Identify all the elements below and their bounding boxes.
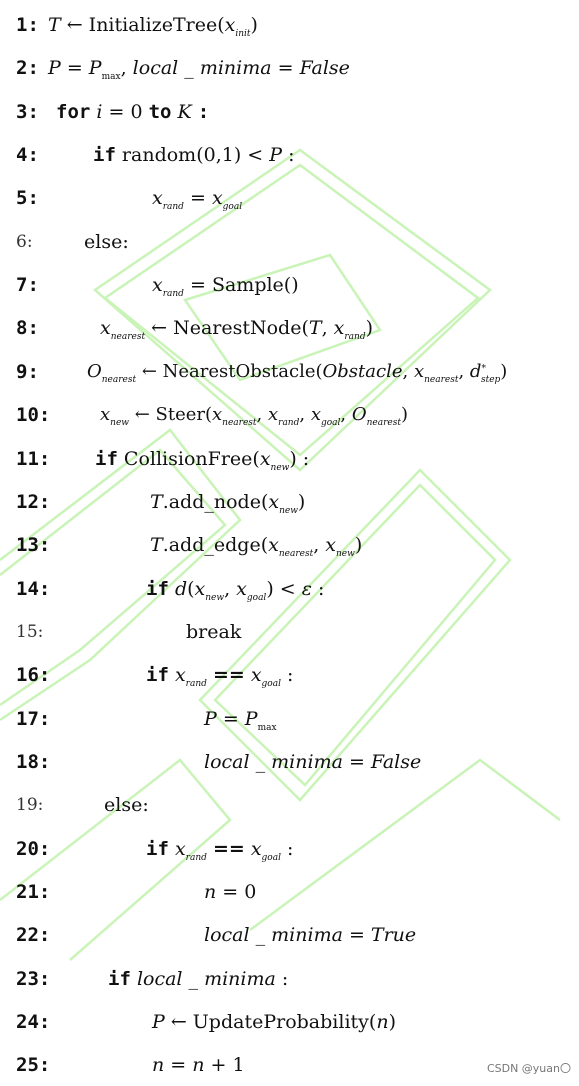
line-code: T.add_node(xnew) (150, 491, 306, 516)
line-number: 17: (16, 708, 51, 730)
algo-line-4: 4: if random(0,1) < P : (0, 140, 579, 170)
line-code: if random(0,1) < P : (93, 144, 295, 166)
algo-line-5: 5: xrand = xgoal (0, 183, 579, 213)
line-number: 2: (16, 57, 39, 79)
source-credit: CSDN @yuan〇 (486, 1062, 571, 1075)
line-code: xnew ← Steer(xnearest, xrand, xgoal, One… (100, 404, 409, 428)
line-number: 3: (16, 101, 39, 123)
line-code: if xrand == xgoal : (146, 838, 294, 863)
algo-line-8: 8: xnearest ← NearestNode(T, xrand) (0, 313, 579, 343)
algo-line-2: 2: P = Pmax, local _ minima = False (0, 53, 579, 83)
algo-line-17: 17: P = Pmax (0, 704, 579, 734)
line-code: else: (104, 794, 149, 816)
algo-line-11: 11: if CollisionFree(xnew) : (0, 444, 579, 474)
line-number: 16: (16, 664, 51, 686)
line-code: Onearest ← NearestObstacle(Obstacle, xne… (87, 361, 508, 385)
line-code: local _ minima = False (204, 751, 422, 773)
algo-line-22: 22: local _ minima = True (0, 920, 579, 950)
line-number: 9: (16, 361, 39, 383)
line-number: 13: (16, 534, 51, 556)
algo-line-1: 1: T ← InitializeTree(xinit) (0, 10, 579, 40)
line-number: 24: (16, 1011, 51, 1033)
line-number: 23: (16, 968, 51, 990)
line-code: P ← UpdateProbability(n) (152, 1011, 396, 1033)
algo-line-6: 6: else: (0, 227, 579, 257)
algo-line-7: 7: xrand = Sample() (0, 270, 579, 300)
line-number: 19: (16, 795, 44, 815)
line-code: local _ minima = True (204, 924, 417, 946)
line-code: if CollisionFree(xnew) : (95, 448, 310, 473)
line-number: 15: (16, 622, 44, 642)
line-code: break (186, 621, 242, 643)
line-number: 22: (16, 924, 51, 946)
algo-line-20: 20: if xrand == xgoal : (0, 834, 579, 864)
algo-line-3: 3: for i = 0 to K : (0, 97, 579, 127)
line-number: 11: (16, 448, 51, 470)
algo-line-25: 25: n = n + 1 (0, 1050, 579, 1080)
algo-line-23: 23: if local _ minima : (0, 964, 579, 994)
line-number: 10: (16, 404, 51, 426)
line-number: 21: (16, 881, 51, 903)
algo-line-18: 18: local _ minima = False (0, 747, 579, 777)
line-number: 25: (16, 1054, 51, 1076)
line-code: if xrand == xgoal : (146, 664, 294, 689)
line-number: 8: (16, 317, 39, 339)
line-number: 7: (16, 274, 39, 296)
algo-line-9: 9: Onearest ← NearestObstacle(Obstacle, … (0, 357, 579, 387)
algo-line-10: 10: xnew ← Steer(xnearest, xrand, xgoal,… (0, 400, 579, 430)
algo-line-12: 12: T.add_node(xnew) (0, 487, 579, 517)
line-number: 6: (16, 232, 33, 252)
line-number: 14: (16, 578, 51, 600)
line-code: else: (84, 231, 129, 253)
line-number: 4: (16, 144, 39, 166)
algo-line-24: 24: P ← UpdateProbability(n) (0, 1007, 579, 1037)
line-code: T.add_edge(xnearest, xnew) (150, 534, 363, 559)
algo-line-15: 15: break (0, 617, 579, 647)
line-code: if d(xnew, xgoal) < ε : (146, 578, 325, 603)
line-code: P = Pmax (204, 708, 277, 733)
algo-line-14: 14: if d(xnew, xgoal) < ε : (0, 574, 579, 604)
line-code: xrand = Sample() (152, 274, 299, 299)
line-number: 12: (16, 491, 51, 513)
line-number: 1: (16, 14, 39, 36)
algo-line-21: 21: n = 0 (0, 877, 579, 907)
algo-line-19: 19: else: (0, 790, 579, 820)
line-code: P = Pmax, local _ minima = False (48, 57, 350, 82)
line-code: n = 0 (204, 881, 257, 903)
algo-line-13: 13: T.add_edge(xnearest, xnew) (0, 530, 579, 560)
line-number: 5: (16, 187, 39, 209)
line-code: if local _ minima : (108, 968, 289, 990)
line-code: xnearest ← NearestNode(T, xrand) (100, 317, 374, 342)
line-code: for i = 0 to K : (56, 101, 210, 123)
line-code: T ← InitializeTree(xinit) (48, 14, 258, 39)
line-code: xrand = xgoal (152, 187, 243, 212)
algo-line-16: 16: if xrand == xgoal : (0, 660, 579, 690)
line-code: n = n + 1 (152, 1054, 245, 1076)
line-number: 18: (16, 751, 51, 773)
line-number: 20: (16, 838, 51, 860)
